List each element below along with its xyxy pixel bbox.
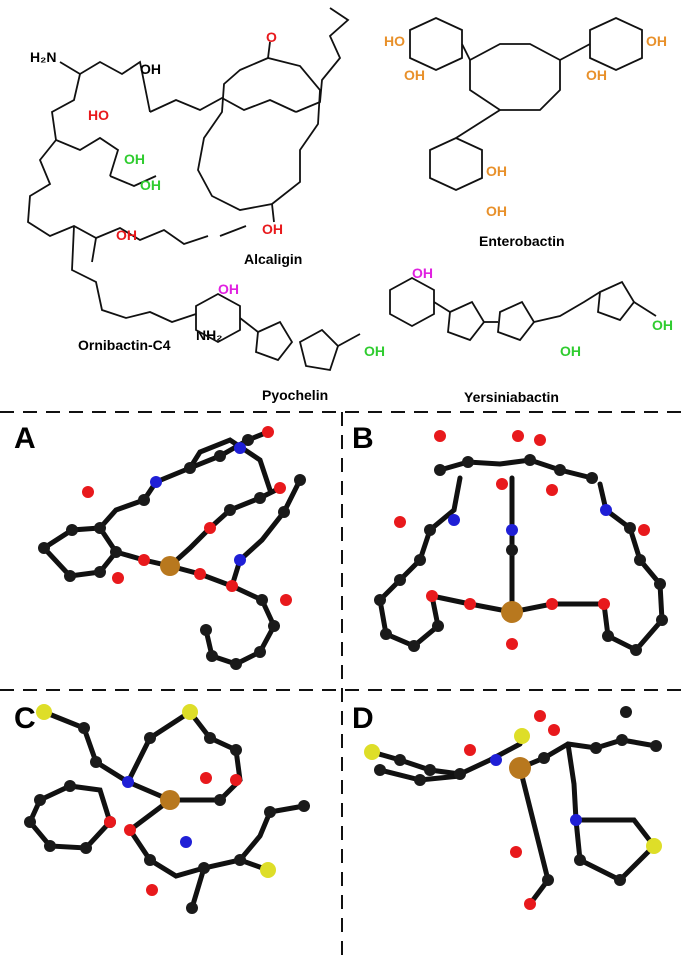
panel-b-model: B [352,422,668,656]
yersiniabactin-caption: Yersiniabactin [464,389,559,405]
yer-cooh: OH [652,317,673,333]
panel-d-model: D [352,702,662,910]
yer-oh2: OH [560,343,581,359]
pyochelin-structure [195,292,361,372]
pyochelin-caption: Pyochelin [262,387,328,403]
iron-atom-a [160,556,180,576]
panel-d-label: D [352,702,374,735]
ent-oh-1: HO [384,33,405,49]
ent-oh-6: OH [486,203,507,219]
enterobactin-caption: Enterobactin [479,233,565,249]
panel-c-model: C [14,702,310,914]
alcaligin-caption: Alcaligin [244,251,302,267]
pyo-cooh: OH [364,343,385,359]
oh-label: OH [140,61,161,77]
pyo-oh: OH [218,281,239,297]
iron-atom-d [509,757,531,779]
enterobactin-structure [409,17,643,191]
panel-a-model: A [14,422,306,670]
ent-oh-2: OH [404,67,425,83]
panel-c-label: C [14,702,36,735]
ent-oh-5: OH [486,163,507,179]
panel-a-label: A [14,422,36,455]
hydroxamate-o2-label: OH [116,227,137,243]
yersiniabactin-structure [389,276,657,342]
hydroxamate-o-label: HO [88,107,109,123]
yer-oh: OH [412,265,433,281]
alcaligin-o-bottom: OH [262,221,283,237]
oh-green-label: OH [124,151,145,167]
nh2-bottom-label: NH₂ [196,327,222,343]
panel-b-label: B [352,422,374,455]
iron-atom-b [501,601,523,623]
alcaligin-o-top: O [266,29,277,45]
nh2-label: H₂N [30,49,56,65]
ent-oh-4: OH [586,67,607,83]
structures-section: H₂N OH OH NH₂ HO OH OH Ornibactin-C4 O O… [27,7,673,405]
ornibactin-structure [27,7,350,323]
iron-atom-c [160,790,180,810]
ornibactin-caption: Ornibactin-C4 [78,337,171,353]
cooh-green-label: OH [140,177,161,193]
ent-oh-3: OH [646,33,667,49]
alcaligin-structure [197,41,321,223]
